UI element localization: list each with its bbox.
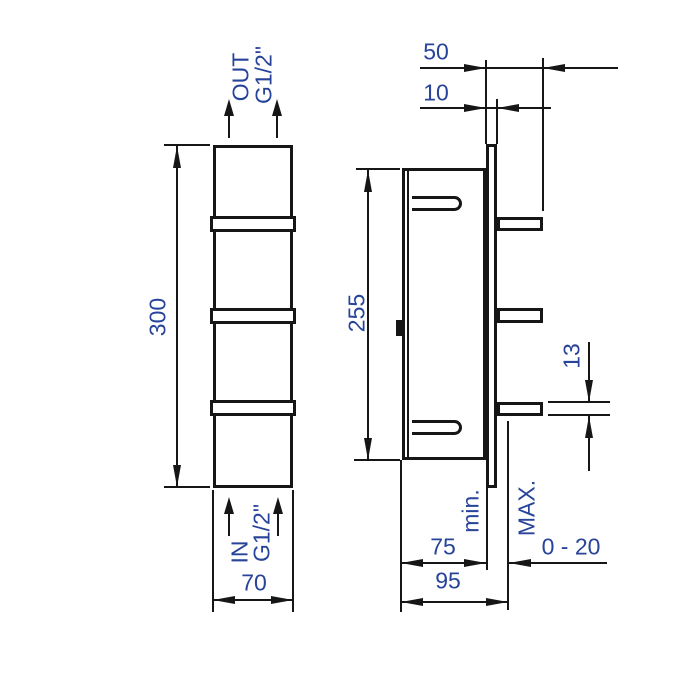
extension-line (354, 459, 400, 461)
outlet-arrow-shaft (227, 113, 231, 138)
dimension-line-13 (588, 416, 590, 471)
arrowhead-left-icon (509, 558, 531, 567)
dimension-line-95 (401, 601, 508, 603)
extension-line (542, 58, 544, 211)
side-view-body-inner-line (406, 170, 409, 458)
arrowhead-down-icon (584, 380, 593, 402)
dimension-text-height: 300 (144, 297, 171, 337)
inlet-arrow-icon (272, 497, 283, 514)
label-max: MAX. (513, 479, 540, 537)
outlet-arrow-icon (223, 99, 234, 116)
outlet-arrow-icon (271, 99, 282, 116)
side-view-pipe-stub-top (497, 217, 543, 231)
outlet-thread-label: G1/2" (250, 45, 277, 105)
side-view-pipe-stub-middle (497, 308, 543, 323)
arrowhead-right-icon (464, 558, 486, 567)
arrowhead-right-icon (486, 597, 508, 606)
extension-line (292, 490, 294, 612)
extension-line (548, 401, 610, 403)
arrowhead-up-icon (172, 146, 181, 168)
dimension-text-depth-max: 95 (435, 567, 461, 594)
side-view-mounting-slot-bottom (412, 420, 462, 435)
dimension-line-75 (401, 562, 486, 564)
dimension-line-13 (588, 342, 590, 402)
arrowhead-up-icon (363, 170, 372, 192)
arrowhead-right-icon (271, 595, 293, 604)
arrowhead-left-icon (213, 595, 235, 604)
extension-line-min-wall (485, 488, 488, 570)
arrowhead-right-icon (464, 103, 486, 112)
arrowhead-right-icon (464, 63, 486, 72)
arrowhead-up-icon (584, 416, 593, 438)
extension-line-body-face (400, 460, 402, 612)
dimension-line-50 (420, 67, 618, 69)
inlet-arrow-shaft (276, 512, 280, 536)
arrowhead-left-icon (543, 63, 565, 72)
side-view-clip-tab (396, 320, 403, 336)
dimension-text-depth-min: 75 (430, 533, 456, 560)
extension-line (212, 490, 214, 612)
label-min: min. (457, 489, 484, 533)
outlet-arrow-shaft (275, 113, 279, 138)
side-view-mounting-plate (486, 144, 497, 488)
front-view-connection-band-top (210, 216, 296, 232)
front-view-connection-band-bottom (210, 400, 296, 416)
arrowhead-left-icon (497, 103, 519, 112)
dimension-text-range: 0 - 20 (541, 533, 601, 560)
extension-line (496, 99, 498, 144)
dimension-line-70 (213, 599, 293, 601)
inlet-thread-label: G1/2" (248, 503, 275, 563)
dimension-text-body-height: 255 (343, 293, 370, 333)
extension-line (548, 414, 610, 416)
front-view-connection-band-middle (210, 308, 296, 324)
arrowhead-down-icon (172, 465, 181, 487)
arrowhead-down-icon (363, 438, 372, 460)
dimension-text-plate: 10 (423, 79, 449, 106)
dimension-line-300 (176, 146, 178, 487)
arrowhead-left-icon (401, 597, 423, 606)
dimension-line-range (509, 562, 607, 564)
dimension-text-stub: 13 (558, 343, 585, 369)
inlet-arrow-icon (223, 497, 234, 514)
side-view-mounting-slot-top (412, 196, 462, 211)
dimension-text-width: 70 (241, 569, 267, 596)
inlet-arrow-shaft (227, 512, 231, 536)
arrowhead-left-icon (401, 558, 423, 567)
outlet-label: OUT (227, 52, 254, 102)
extension-line (164, 486, 210, 488)
dimension-text-depth: 50 (423, 38, 449, 65)
extension-line-max-wall (507, 421, 509, 610)
dimension-line-255 (367, 170, 369, 460)
side-view-body (402, 168, 486, 460)
side-view-pipe-stub-bottom (497, 402, 543, 416)
extension-line (164, 144, 210, 146)
extension-line (356, 168, 400, 170)
extension-line (485, 60, 487, 144)
